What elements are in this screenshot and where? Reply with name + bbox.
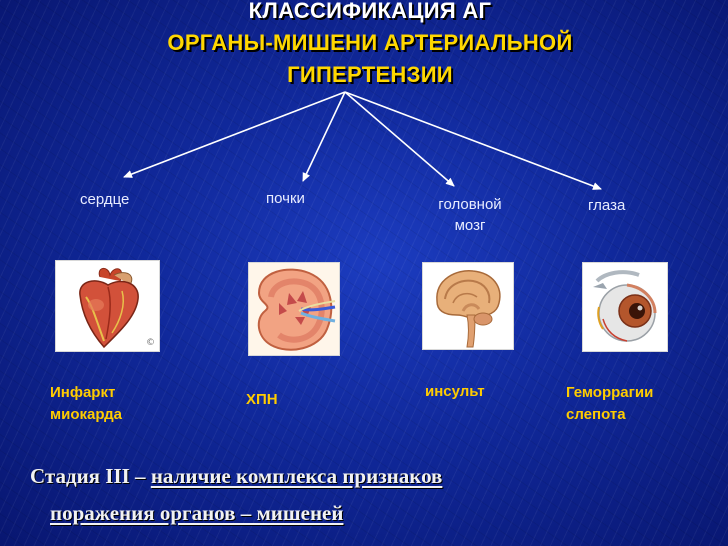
arrow-to-kidneys: [302, 91, 346, 182]
organ-label-brain: головной мозг: [430, 194, 510, 236]
outcome-heart: Инфаркт миокарда: [50, 382, 122, 426]
title-hypertension: ГИПЕРТЕНЗИИ: [287, 62, 453, 87]
arrow-to-brain: [344, 91, 455, 187]
kidney-icon: [257, 268, 336, 351]
brain-icon: [436, 270, 501, 348]
brain-image: [422, 262, 514, 350]
stage-prefix: Стадия III –: [30, 464, 146, 488]
organ-label-heart: сердце: [80, 191, 130, 208]
eye-icon: [593, 270, 657, 342]
outcome-eyes: Геморрагии слепота: [566, 382, 653, 426]
organ-label-brain-line1: головной: [438, 196, 502, 213]
arrow-to-heart: [123, 91, 346, 178]
kidney-image: [248, 262, 340, 356]
organ-label-brain-line2: мозг: [454, 217, 486, 234]
title-classification: КЛАССИФИКАЦИЯ АГ: [248, 0, 492, 23]
outcome-brain: инсульт: [425, 383, 485, 400]
outcome-eyes-line1: Геморрагии: [566, 384, 654, 401]
stage-description: Стадия III – наличие комплекса признаков…: [30, 458, 720, 532]
stage-line-1: Стадия III – наличие комплекса признаков: [30, 458, 720, 495]
outcome-eyes-line2: слепота: [566, 406, 626, 423]
heart-icon: ©: [79, 268, 155, 349]
arrow-to-eyes: [344, 91, 602, 190]
outcome-heart-line1: Инфаркт: [50, 384, 116, 401]
stage-underlined-1: наличие комплекса признаков: [150, 464, 443, 488]
organ-label-kidneys: почки: [266, 190, 305, 207]
outcome-kidneys: ХПН: [246, 391, 278, 408]
stage-underlined-2: поражения органов – мишеней: [50, 501, 344, 525]
stage-line-2: поражения органов – мишеней: [30, 495, 720, 532]
title-target-organs: ОРГАНЫ-МИШЕНИ АРТЕРИАЛЬНОЙ: [167, 30, 573, 55]
svg-text:©: ©: [146, 338, 155, 348]
outcome-heart-line2: миокарда: [50, 406, 122, 423]
heart-image: ©: [55, 260, 160, 352]
organ-label-eyes: глаза: [588, 197, 626, 214]
eye-image: [582, 262, 668, 352]
